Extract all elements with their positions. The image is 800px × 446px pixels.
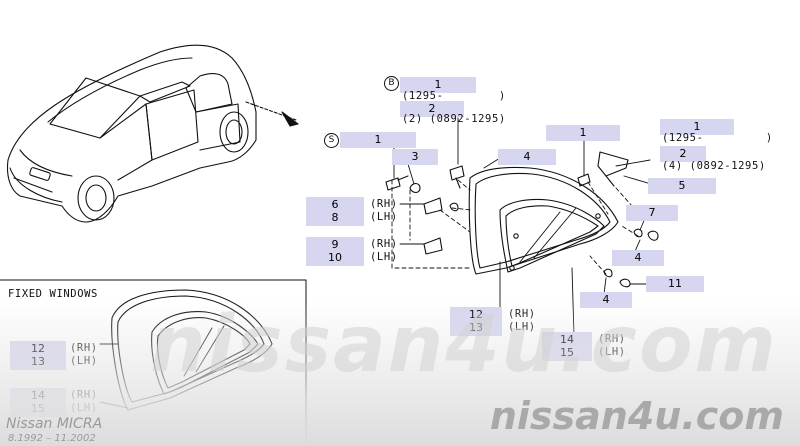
small-parts xyxy=(385,151,659,288)
callout-7: 7 xyxy=(626,205,678,221)
inset-callout-15: 15 xyxy=(10,401,66,417)
range-b2: (2) (0892-1295) xyxy=(402,113,506,125)
range-r1: (1295- ) xyxy=(662,132,773,144)
callout-4-top: 4 xyxy=(498,149,556,165)
range-b1: (1295- ) xyxy=(402,90,506,102)
brand-label: Nissan MICRA xyxy=(6,416,103,432)
production-dates: 8.1992 – 11.2002 xyxy=(8,433,96,444)
callout-4-right: 4 xyxy=(612,250,664,266)
callout-11: 11 xyxy=(646,276,704,292)
label-lh-8: (LH) xyxy=(370,211,398,223)
label-rh-6: (RH) xyxy=(370,198,398,210)
callout-2-top: 2 xyxy=(400,101,464,117)
callout-6: 6 xyxy=(306,197,364,213)
inset-callout-13: 13 xyxy=(10,354,66,370)
inset-label-rh-14: (RH) xyxy=(70,389,98,401)
quarter-window-drawing xyxy=(468,166,619,275)
inset-label-lh-15: (LH) xyxy=(70,402,98,414)
marker-s: S xyxy=(324,133,339,148)
watermark-large: nissan4u.com xyxy=(150,300,778,390)
callout-1-top: 1 xyxy=(400,77,476,93)
range-r2: (4) (0892-1295) xyxy=(662,160,766,172)
callout-1-mid: 1 xyxy=(546,125,620,141)
inset-label-rh-12: (RH) xyxy=(70,342,98,354)
assembly-lines xyxy=(391,179,639,275)
section-title: FIXED WINDOWS xyxy=(8,288,98,300)
label-lh-10: (LH) xyxy=(370,251,398,263)
car-illustration xyxy=(6,44,299,223)
callout-9: 9 xyxy=(306,237,364,253)
callout-3: 3 xyxy=(392,149,438,165)
callout-8: 8 xyxy=(306,210,364,226)
watermark-small: nissan4u.com xyxy=(489,394,784,438)
marker-b: B xyxy=(384,76,399,91)
callout-5: 5 xyxy=(648,178,716,194)
callout-2-right: 2 xyxy=(660,146,706,162)
label-rh-9: (RH) xyxy=(370,238,398,250)
callout-10: 10 xyxy=(306,250,364,266)
inset-label-lh-13: (LH) xyxy=(70,355,98,367)
callout-1-left: 1 xyxy=(340,132,416,148)
callout-1-right: 1 xyxy=(660,119,734,135)
